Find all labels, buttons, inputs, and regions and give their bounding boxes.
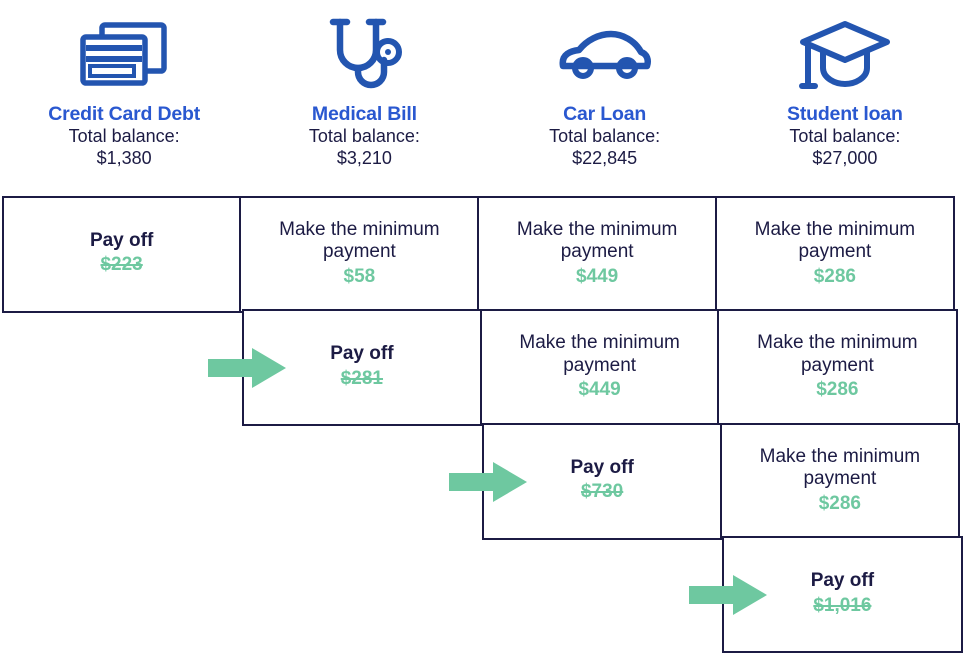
empty-cell [4, 312, 244, 427]
credit-cards-icon [78, 8, 170, 104]
payment-plan-row: Pay off $730 Make the minimum payment$286 [4, 422, 965, 540]
pay-off-cell: Pay off$281 [241, 309, 482, 426]
cell-action-label: Make the minimum payment [279, 218, 440, 263]
empty-cell [4, 539, 244, 653]
car-icon [557, 8, 653, 104]
empty-cell [4, 425, 244, 540]
minimum-payment-cell: Make the minimum payment$286 [719, 422, 960, 540]
minimum-payment-cell: Make the minimum payment$58 [239, 195, 480, 313]
debt-title: Credit Card Debt [48, 103, 200, 125]
cell-amount: $223 [100, 254, 143, 276]
debt-column-car-loan: Car Loan Total balance: $22,845 [485, 0, 725, 198]
balance-amount: $27,000 [812, 147, 878, 168]
balance-label: Total balance: [789, 126, 901, 147]
cell-action-label: Make the minimum payment [516, 218, 678, 263]
payment-plan-row: Pay off$1,016 [4, 536, 965, 653]
cell-amount: $286 [818, 492, 862, 514]
cell-action-label: Make the minimum payment [757, 332, 918, 376]
empty-cell [244, 539, 484, 653]
debt-column-medical-bill: Medical Bill Total balance: $3,210 [244, 0, 484, 198]
pay-off-cell: Pay off$1,016 [722, 536, 963, 653]
minimum-payment-cell: Make the minimum payment $286 [717, 309, 958, 426]
cell-amount: $281 [340, 367, 384, 389]
debt-column-student-loan: Student loan Total balance: $27,000 [725, 0, 965, 198]
balance-label: Total balance: [308, 126, 420, 147]
cell-action-label: Make the minimum payment [519, 332, 680, 376]
debt-columns-header: Credit Card Debt Total balance: $1,380 M… [4, 0, 965, 198]
cell-amount: $286 [813, 265, 857, 287]
cell-action-label: Make the minimum payment [759, 445, 921, 490]
debt-title: Student loan [787, 103, 903, 125]
cell-action-label: Pay off [570, 456, 634, 478]
pay-off-cell: Pay off $223 [1, 195, 242, 313]
balance-label: Total balance: [549, 126, 661, 147]
empty-cell [485, 539, 725, 653]
cell-amount: $58 [343, 265, 376, 287]
cell-amount: $286 [816, 379, 859, 401]
graduation-cap-icon [798, 8, 891, 104]
cell-action-label: Pay off [810, 570, 875, 592]
cell-action-label: Pay off [89, 229, 154, 251]
debt-title: Car Loan [563, 103, 647, 125]
cell-amount: $1,016 [813, 594, 872, 616]
minimum-payment-cell: Make the minimum payment$286 [714, 195, 955, 313]
cell-action-label: Pay off [330, 343, 394, 365]
minimum-payment-cell: Make the minimum payment $449 [479, 309, 720, 426]
cell-amount: $730 [580, 481, 624, 503]
balance-amount: $1,380 [96, 147, 152, 168]
stethoscope-icon [320, 8, 408, 104]
minimum-payment-cell: Make the minimum payment$449 [477, 195, 718, 313]
balance-amount: $3,210 [336, 147, 392, 168]
debt-title: Medical Bill [311, 103, 417, 125]
pay-off-cell: Pay off $730 [482, 422, 723, 540]
cell-amount: $449 [575, 265, 619, 287]
debt-column-credit-card-debt: Credit Card Debt Total balance: $1,380 [4, 0, 244, 198]
balance-label: Total balance: [68, 126, 180, 147]
cell-action-label: Make the minimum payment [754, 218, 916, 263]
cell-amount: $449 [578, 379, 621, 401]
balance-amount: $22,845 [572, 147, 638, 168]
empty-cell [244, 425, 484, 540]
